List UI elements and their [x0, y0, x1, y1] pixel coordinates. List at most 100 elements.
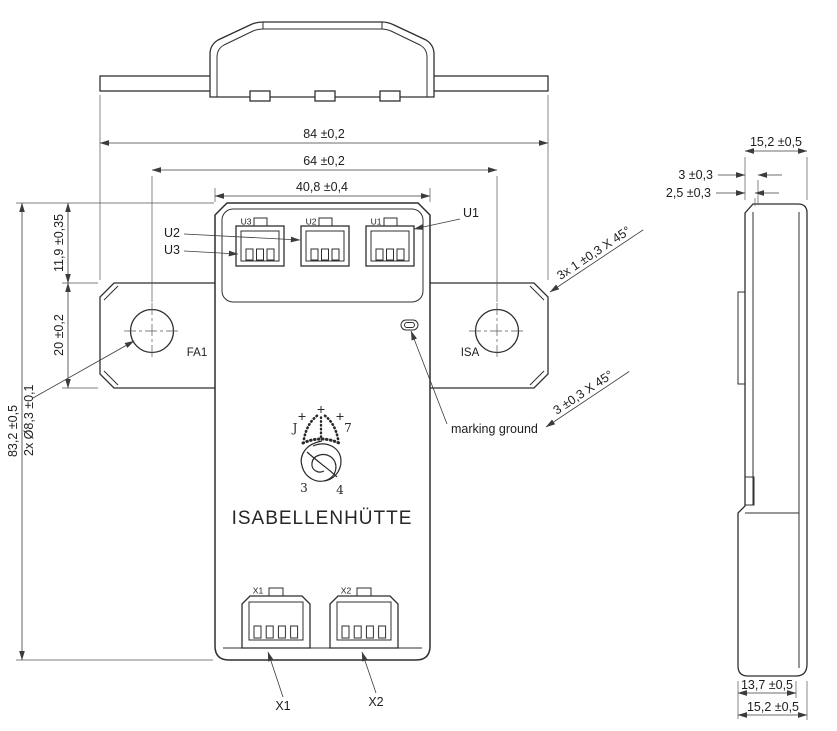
connector-u1-pin	[396, 248, 405, 261]
logo-emblem: J 7 3 4	[291, 406, 352, 497]
connector-u2-cavity	[305, 230, 345, 262]
connector-u2-housing	[300, 225, 350, 267]
connector-bay-outline	[221, 208, 424, 303]
connector-u1: U1	[365, 217, 415, 267]
connector-u2-pin	[331, 248, 340, 261]
printed-label-u3: U3	[241, 217, 252, 227]
callout-u1-label: U1	[463, 206, 479, 220]
dim-side-3-label: 3 ±0,3	[678, 168, 713, 182]
dim-side-width-bottom-label: 15,2 ±0,5	[747, 700, 799, 714]
logo-monogram	[300, 440, 342, 482]
printed-label-x1: X1	[253, 586, 264, 596]
connector-u1-pin	[386, 248, 394, 261]
dim-top-height-label: 11,9 ±0,35	[52, 214, 66, 272]
busbar-left-top-view	[99, 75, 213, 92]
connector-u3-housing	[235, 225, 285, 267]
marking-ground-inner	[404, 322, 415, 328]
dim-busbar-width-bottom-label: 13,7 ±0,5	[741, 678, 793, 692]
logo-char-4: 4	[336, 483, 344, 497]
logo-char-3: 3	[300, 481, 308, 495]
mounting-hole-isa	[469, 303, 525, 359]
dim-total-width-label: 84 ±0,2	[303, 127, 345, 141]
side-view-clip-detail	[744, 476, 755, 506]
leader-marking-ground	[410, 330, 448, 425]
callout-marking-ground-label: marking ground	[451, 422, 538, 436]
connector-u1-cavity	[370, 230, 410, 262]
tab-left-chamfer-line-top	[103, 285, 119, 301]
connector-x1-pin	[265, 625, 274, 639]
top-view	[99, 21, 549, 102]
dim-chamfer-small-label: 3x 1 ±0,3 X 45°	[554, 224, 633, 283]
connector-x1-pin	[290, 625, 299, 639]
housing-top-view-inner	[216, 28, 428, 97]
brand-name: ISABELLENHÜTTE	[232, 508, 413, 529]
printed-label-x2: X2	[341, 586, 352, 596]
leader-chamfer-large	[545, 371, 630, 428]
connector-x1-pin	[253, 625, 262, 639]
marking-ground-outer	[400, 319, 419, 331]
dim-side-width-top-label: 15,2 ±0,5	[750, 135, 802, 149]
front-view: U3 U2 U1	[99, 202, 549, 661]
connector-x1-pin	[277, 625, 286, 639]
tab-right-chamfer-line-top	[529, 285, 545, 301]
callout-chamfer-large: 3 ±0,3 X 45°	[545, 368, 630, 428]
logo-char-7: 7	[344, 421, 352, 435]
connector-x2-pin	[378, 625, 387, 639]
printed-label-u1: U1	[371, 217, 382, 227]
connector-x1-housing	[241, 595, 311, 649]
dim-hole-spacing-label: 64 ±0,2	[303, 154, 345, 168]
side-view	[737, 203, 808, 677]
connector-u1-housing	[365, 225, 415, 267]
printed-label-isa: ISA	[461, 347, 480, 359]
dim-chamfer-large-label: 3 ±0,3 X 45°	[551, 368, 616, 418]
callout-x1-label: X1	[275, 699, 290, 713]
connector-bump-1-top-view	[249, 90, 271, 102]
callout-chamfer-small: 3x 1 ±0,3 X 45°	[549, 224, 644, 293]
connector-u2: U2	[300, 217, 350, 267]
connector-u1-pin	[375, 248, 384, 261]
connector-bump-2-top-view	[314, 90, 336, 102]
connector-x1: X1	[241, 586, 311, 649]
connector-x2: X2	[329, 586, 399, 649]
printed-label-u2: U2	[306, 217, 317, 227]
printed-label-fa1: FA1	[187, 347, 207, 359]
leader-chamfer-small	[549, 229, 644, 293]
dim-total-height-label: 83,2 ±0,5	[6, 405, 20, 457]
connector-bump-3-top-view	[379, 90, 401, 102]
connector-x2-pin	[353, 625, 362, 639]
connector-u3-pin	[266, 248, 275, 261]
dim-hole-dia-label: 2x Ø8,3 ±0,1	[22, 384, 36, 456]
leader-hole-dia	[32, 340, 135, 399]
mounting-hole-fa1	[124, 303, 180, 359]
dim-body-width-label: 40,8 ±0,4	[296, 180, 348, 194]
connector-x2-cavity	[336, 601, 392, 641]
callout-u3-label: U3	[164, 243, 180, 257]
connector-u2-pin	[321, 248, 329, 261]
logo-char-j: J	[291, 421, 298, 435]
callout-u2-label: U2	[164, 226, 180, 240]
dim-side-2-5-label: 2,5 ±0,3	[666, 186, 711, 200]
logo-crown	[298, 406, 344, 445]
connector-x2-pin	[341, 625, 350, 639]
connector-x2-pin	[365, 625, 374, 639]
leader-u3	[183, 250, 239, 257]
callout-x2-label: X2	[368, 695, 383, 709]
leader-u2	[183, 233, 301, 243]
connector-u3: U3	[235, 217, 285, 267]
crown-crosses-icon	[298, 406, 344, 420]
connector-x2-housing	[329, 595, 399, 649]
marking-ground-slot	[400, 319, 419, 331]
busbar-right-top-view	[432, 75, 549, 92]
tab-left-chamfer-line-bottom	[103, 370, 119, 386]
connector-x1-cavity	[248, 601, 304, 641]
connector-u3-pin	[256, 248, 264, 261]
side-view-outline	[737, 203, 808, 677]
leader-x2	[361, 651, 377, 694]
housing-body	[214, 202, 431, 661]
dim-tab-height-label: 20 ±0,2	[52, 314, 66, 356]
housing-top-view	[209, 21, 435, 98]
connector-u2-pin	[310, 248, 319, 261]
leader-u1	[413, 218, 461, 230]
